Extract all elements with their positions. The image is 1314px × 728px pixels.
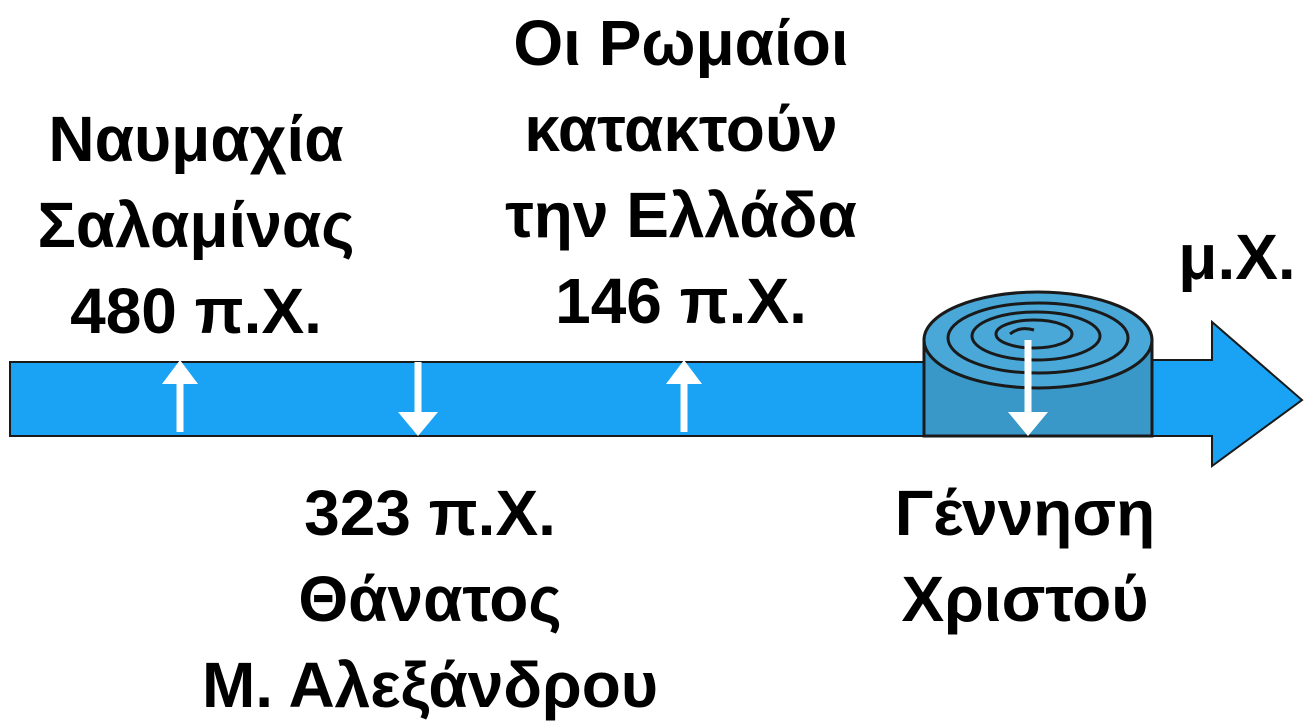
event-label-line: Οι Ρωμαίοι: [513, 7, 849, 79]
event-label-line: Θάνατος: [298, 563, 562, 635]
event-label-line: Χριστού: [901, 563, 1149, 635]
up-arrow-icon: [162, 360, 198, 432]
event-label-line: κατακτούν: [524, 93, 838, 165]
event-label-christ: Γέννηση Χριστού: [860, 470, 1190, 642]
event-label-line: Ναυμαχία: [48, 103, 344, 175]
down-arrow-icon: [398, 362, 438, 436]
event-label-line: 146 π.Χ.: [555, 265, 807, 337]
timeline-arrow-head: [1149, 319, 1304, 468]
up-arrow-icon: [666, 360, 702, 432]
event-label-line: την Ελλάδα: [505, 179, 857, 251]
timeline-end-label: μ.Χ.: [1178, 221, 1296, 293]
timeline-bar: [9, 361, 926, 437]
event-label-line: 480 π.Χ.: [70, 275, 322, 347]
event-label-line: 323 π.Χ.: [304, 477, 556, 549]
down-arrow-icon: [1008, 340, 1048, 436]
rolled-scroll-icon: [922, 290, 1154, 438]
event-label-line: Μ. Αλεξάνδρου: [201, 649, 659, 721]
event-label-line: Σαλαμίνας: [37, 189, 355, 261]
event-label-salamis: Ναυμαχία Σαλαμίνας 480 π.Χ.: [0, 96, 392, 354]
event-label-alexander: 323 π.Χ. Θάνατος Μ. Αλεξάνδρου: [180, 470, 680, 728]
event-label-line: Γέννηση: [894, 477, 1156, 549]
event-label-romans: Οι Ρωμαίοι κατακτούν την Ελλάδα 146 π.Χ.: [456, 0, 906, 344]
